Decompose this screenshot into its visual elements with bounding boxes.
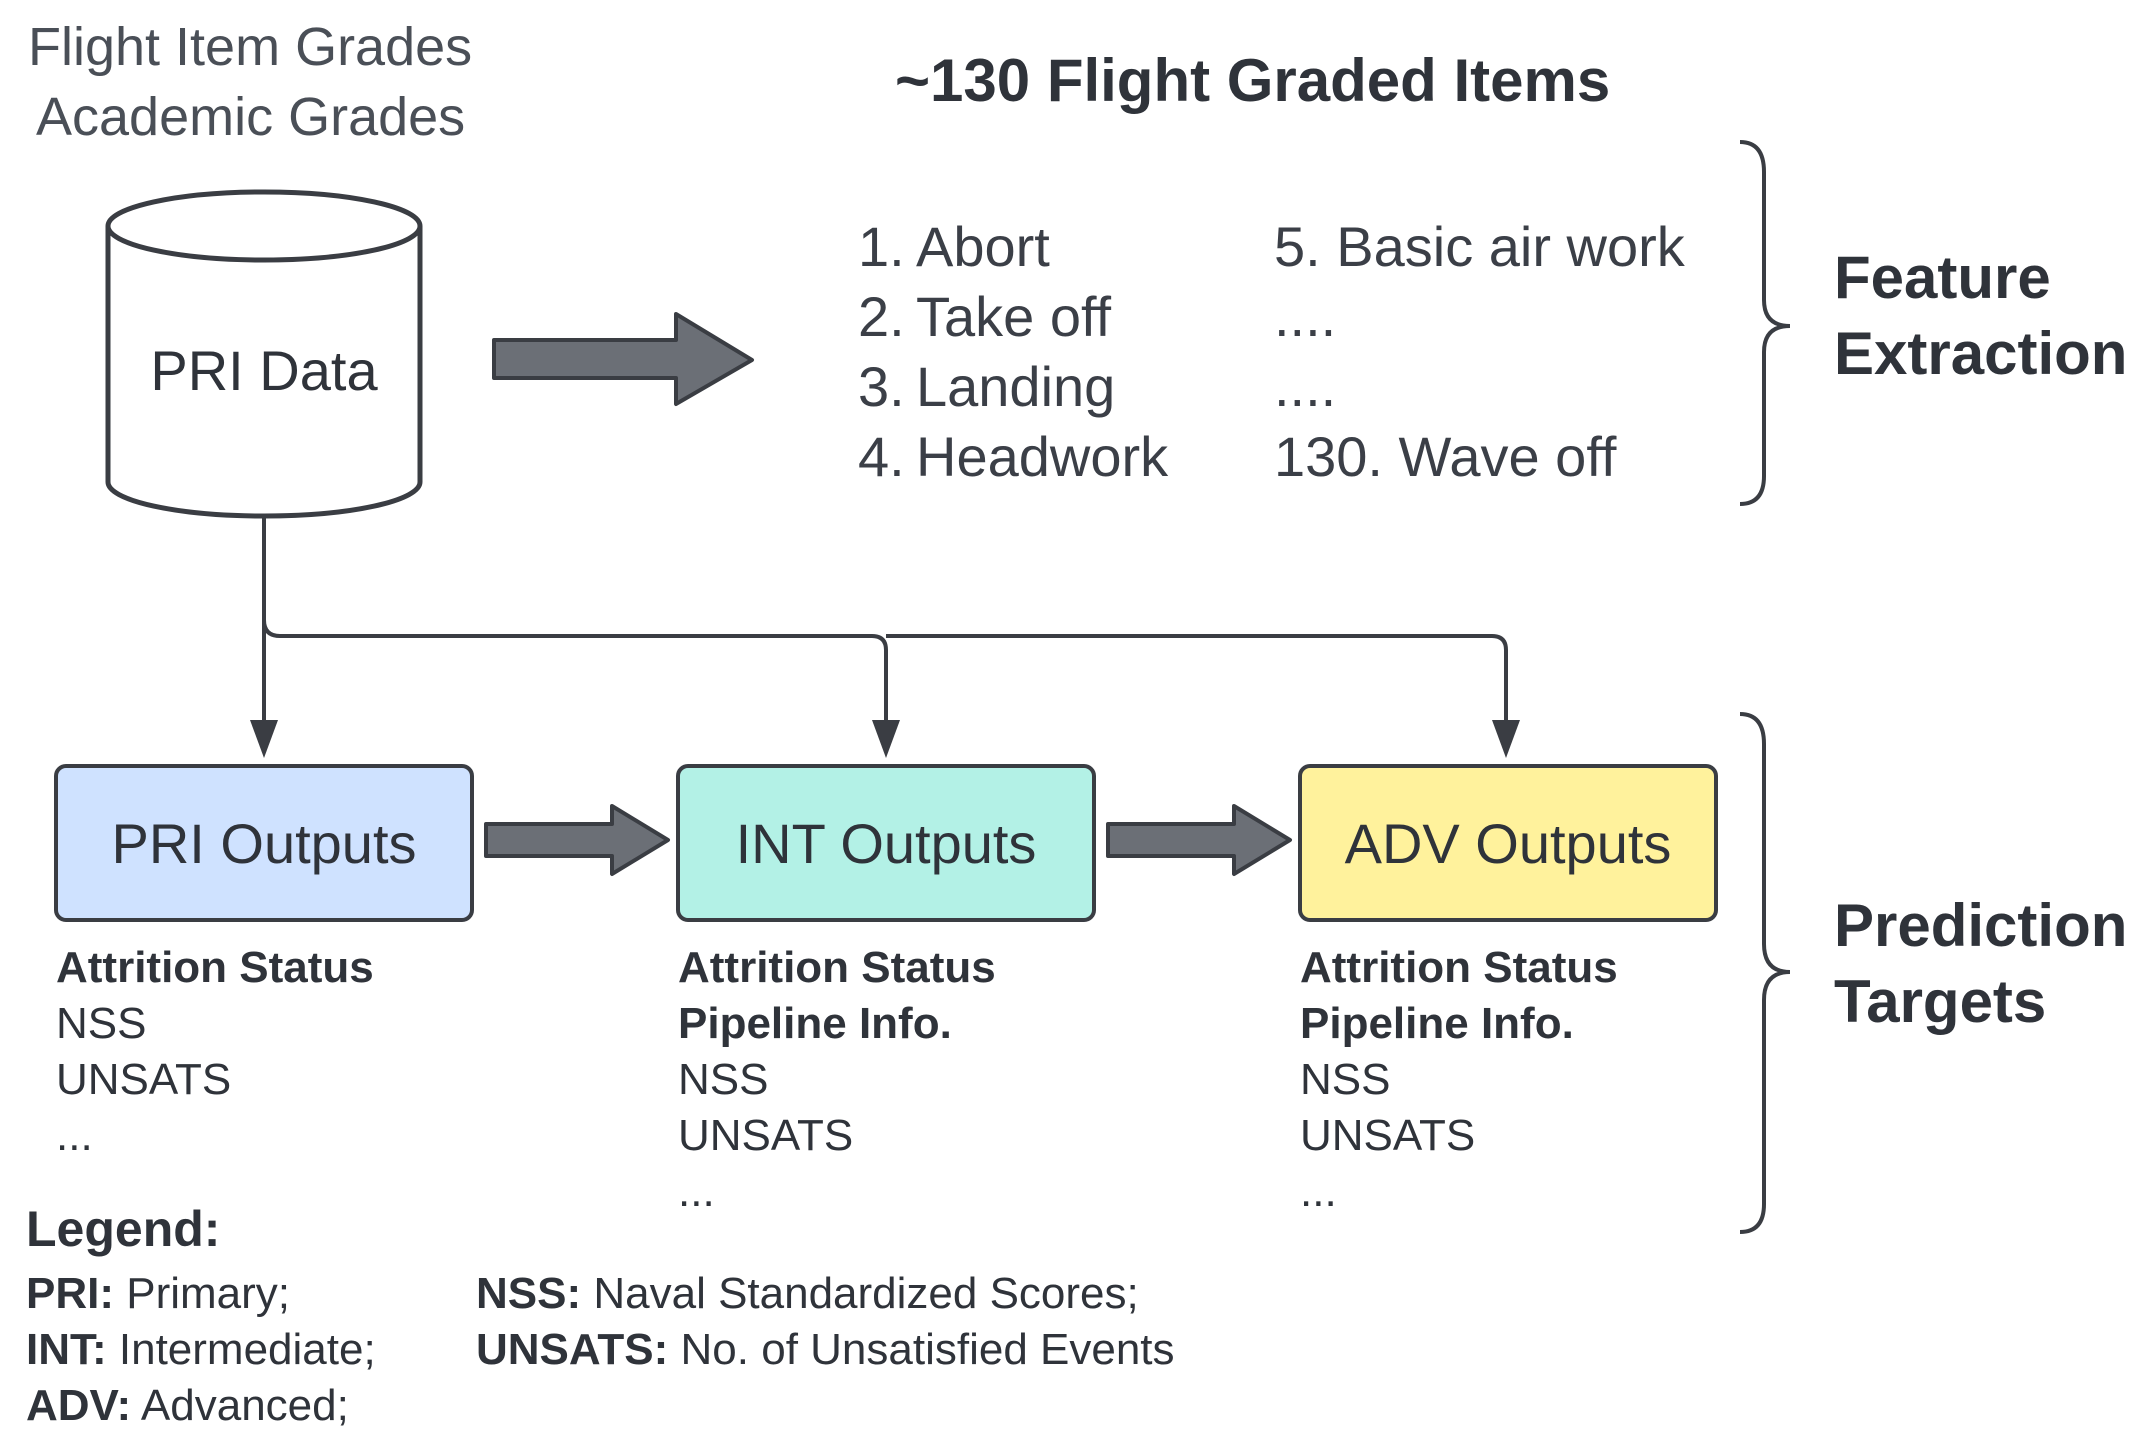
list-item: .... xyxy=(1274,355,1337,418)
list-item: 3.Landing xyxy=(858,355,1116,418)
list-item: 4.Headwork xyxy=(858,425,1169,488)
legend-col2: NSS: Naval Standardized Scores; UNSATS: … xyxy=(476,1266,1175,1378)
feature-brace xyxy=(1739,140,1791,506)
list-item: 5. Basic air work xyxy=(1274,215,1685,278)
legend-entry: UNSATS: No. of Unsatisfied Events xyxy=(476,1325,1175,1374)
legend-entry: INT: Intermediate; xyxy=(26,1325,376,1374)
int-outputs-box: INT Outputs xyxy=(676,764,1096,922)
int-outputs-details: Attrition Status Pipeline Info. NSS UNSA… xyxy=(678,943,996,1216)
legend-col1: PRI: Primary; INT: Intermediate; ADV: Ad… xyxy=(26,1266,376,1434)
list-item: 2.Take off xyxy=(858,285,1112,348)
pri-outputs-details: Attrition Status NSS UNSATS ... xyxy=(56,943,374,1160)
list-item: 130. Wave off xyxy=(1274,425,1617,488)
arrowhead-int xyxy=(872,720,900,758)
extraction-arrow xyxy=(492,312,754,406)
legend-entry: ADV: Advanced; xyxy=(26,1381,349,1430)
items-list-right: 5. Basic air work .... .... 130. Wave of… xyxy=(1274,214,1685,494)
feature-extraction-label: Feature Extraction xyxy=(1834,244,2128,387)
legend-entry: PRI: Primary; xyxy=(26,1269,290,1318)
prediction-targets-label: Prediction Targets xyxy=(1834,892,2128,1035)
list-item: 1.Abort xyxy=(858,215,1050,278)
legend-title: Legend: xyxy=(26,1201,221,1257)
data-connectors xyxy=(258,516,1512,746)
pri-to-int-arrow xyxy=(484,804,670,876)
database-label: PRI Data xyxy=(150,339,378,402)
source-label-flight-item-grades: Flight Item Grades xyxy=(28,17,473,77)
items-list-left: 1.Abort 2.Take off 3.Landing 4.Headwork xyxy=(858,214,1168,494)
arrowhead-pri xyxy=(250,720,278,758)
items-title: ~130 Flight Graded Items xyxy=(895,47,1611,114)
adv-outputs-box: ADV Outputs xyxy=(1298,764,1718,922)
arrowhead-adv xyxy=(1492,720,1520,758)
int-to-adv-arrow xyxy=(1106,804,1292,876)
source-label-academic-grades: Academic Grades xyxy=(36,87,466,147)
legend-entry: NSS: Naval Standardized Scores; xyxy=(476,1269,1139,1318)
adv-outputs-details: Attrition Status Pipeline Info. NSS UNSA… xyxy=(1300,943,1618,1216)
pri-outputs-box: PRI Outputs xyxy=(54,764,474,922)
database-cylinder xyxy=(105,189,423,519)
list-item: .... xyxy=(1274,285,1337,348)
prediction-brace xyxy=(1739,712,1791,1234)
